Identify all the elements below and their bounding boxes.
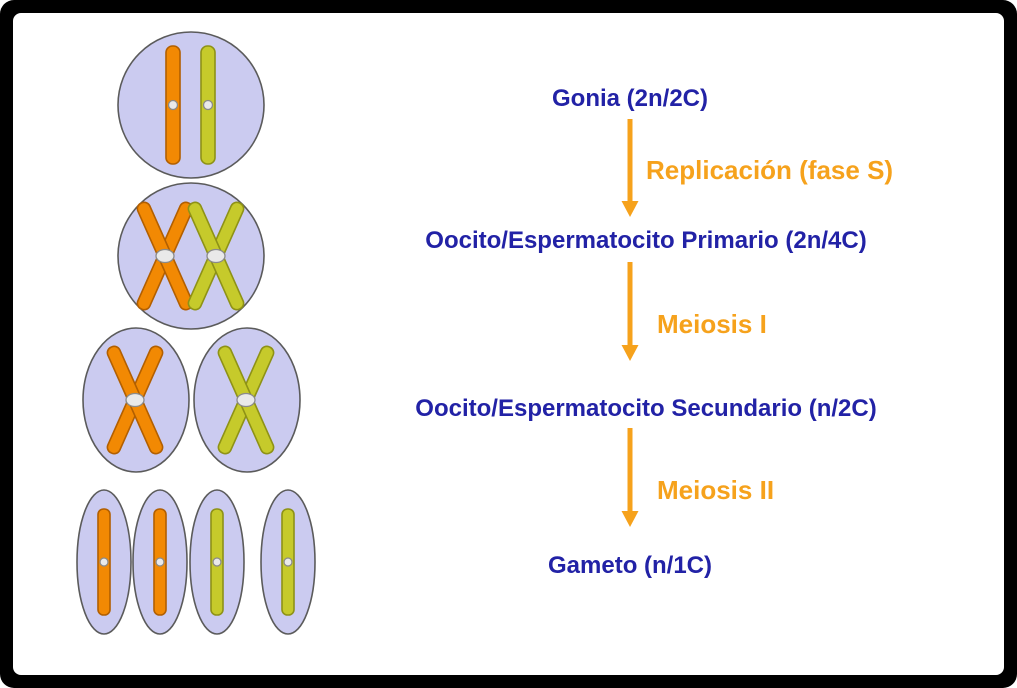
arrow-replication [621,119,639,217]
chromosome-yellow-single [281,508,295,616]
arrow-meiosis-2 [621,428,639,527]
process-label-replication: Replicación (fase S) [646,155,894,185]
chromosome-orange-single [97,508,111,616]
chromosome-yellow-single [200,45,216,165]
chromosome-orange-single [153,508,167,616]
stage-label-gameto: Gameto (n/1C) [547,552,713,579]
chromosome-yellow-single [210,508,224,616]
stage-label-secundario: Oocito/Espermatocito Secundario (n/2C) [415,395,877,422]
arrow-meiosis-1 [621,262,639,361]
process-label-meiosis-2: Meiosis II [657,475,775,505]
process-label-meiosis-1: Meiosis I [657,309,767,339]
chromosome-orange-single [165,45,181,165]
stage-label-primario: Oocito/Espermatocito Primario (2n/4C) [425,227,867,254]
stage-label-gonia: Gonia (2n/2C) [551,85,709,112]
cell-gonia [117,31,265,179]
